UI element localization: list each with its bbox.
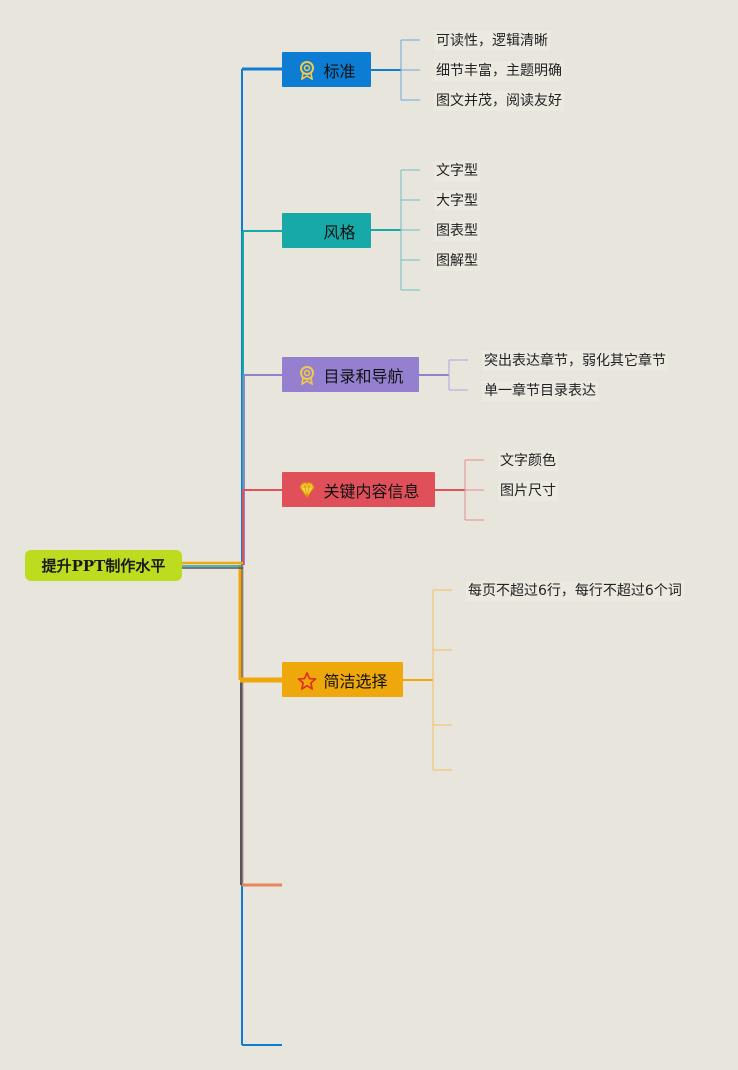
leaf-chart-type: 图表型 [434,221,480,241]
award-ribbon-icon [297,365,317,385]
leaf-highlight-chapter: 突出表达章节，弱化其它章节 [482,351,668,371]
branch-style[interactable]: 风格 [282,213,371,248]
diamond-icon [297,480,317,500]
award-ribbon-icon [297,60,317,80]
leaf-diagram-type: 图解型 [434,251,480,271]
leaf-text-color: 文字颜色 [498,451,558,471]
root-topic[interactable]: 提升PPT制作水平 [25,550,182,581]
leaf-image-size: 图片尺寸 [498,481,558,501]
branch-style-label: 风格 [323,222,356,242]
leaf-text-type: 文字型 [434,161,480,181]
branch-standard-label: 标准 [323,61,356,81]
branch-simplicity-label: 简洁选择 [323,671,388,691]
root-topic-label: 提升PPT制作水平 [41,557,166,575]
star-icon [297,670,317,690]
blank-icon [297,221,317,241]
branch-toc-navigation-label: 目录和导航 [323,366,404,386]
branch-key-content[interactable]: 关键内容信息 [282,472,435,507]
branch-standard[interactable]: 标准 [282,52,371,87]
branch-simplicity[interactable]: 简洁选择 [282,662,403,697]
leaf-illustrated: 图文并茂，阅读友好 [434,91,564,111]
leaf-big-text-type: 大字型 [434,191,480,211]
branch-toc-navigation[interactable]: 目录和导航 [282,357,419,392]
leaf-six-lines-rule: 每页不超过6行，每行不超过6个词 [466,581,684,601]
leaf-detail: 细节丰富，主题明确 [434,61,564,81]
branch-key-content-label: 关键内容信息 [323,481,420,501]
leaf-readability: 可读性，逻辑清晰 [434,31,550,51]
leaf-single-chapter: 单一章节目录表达 [482,381,598,401]
